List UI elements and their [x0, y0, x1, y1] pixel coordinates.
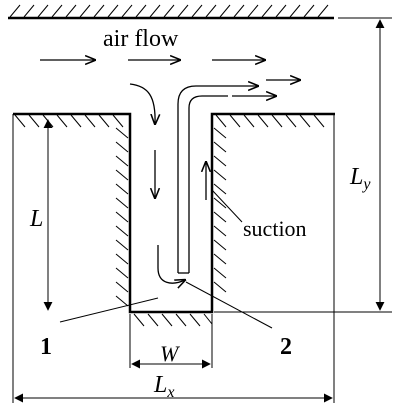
dimension-Lx	[12, 114, 335, 403]
Ly-label: Ly	[349, 164, 371, 193]
point-2-label: 2	[280, 334, 292, 360]
W-label: W	[160, 341, 180, 366]
suction-label: suction	[243, 216, 307, 241]
point-2-leader	[185, 281, 273, 329]
right-surface-hatch	[215, 114, 325, 128]
air-flow-label: air flow	[103, 26, 179, 52]
suction-channel	[177, 86, 258, 274]
suction-leader	[211, 189, 243, 223]
right-wall-hatch	[213, 127, 227, 293]
left-wall-hatch	[115, 127, 129, 307]
top-wall	[8, 4, 334, 20]
point-1-label: 1	[40, 334, 52, 360]
point-1-leader	[59, 297, 159, 323]
Lx-label: Lx	[153, 372, 174, 401]
dimension-Ly	[214, 17, 392, 313]
bottom-vortex	[157, 245, 185, 283]
bottom-hatch	[133, 313, 213, 327]
left-surface-hatch	[14, 114, 124, 128]
entering-stream	[129, 83, 155, 124]
dimension-W	[129, 314, 213, 369]
cavity-outline	[13, 112, 335, 314]
L-label: L	[29, 206, 43, 232]
